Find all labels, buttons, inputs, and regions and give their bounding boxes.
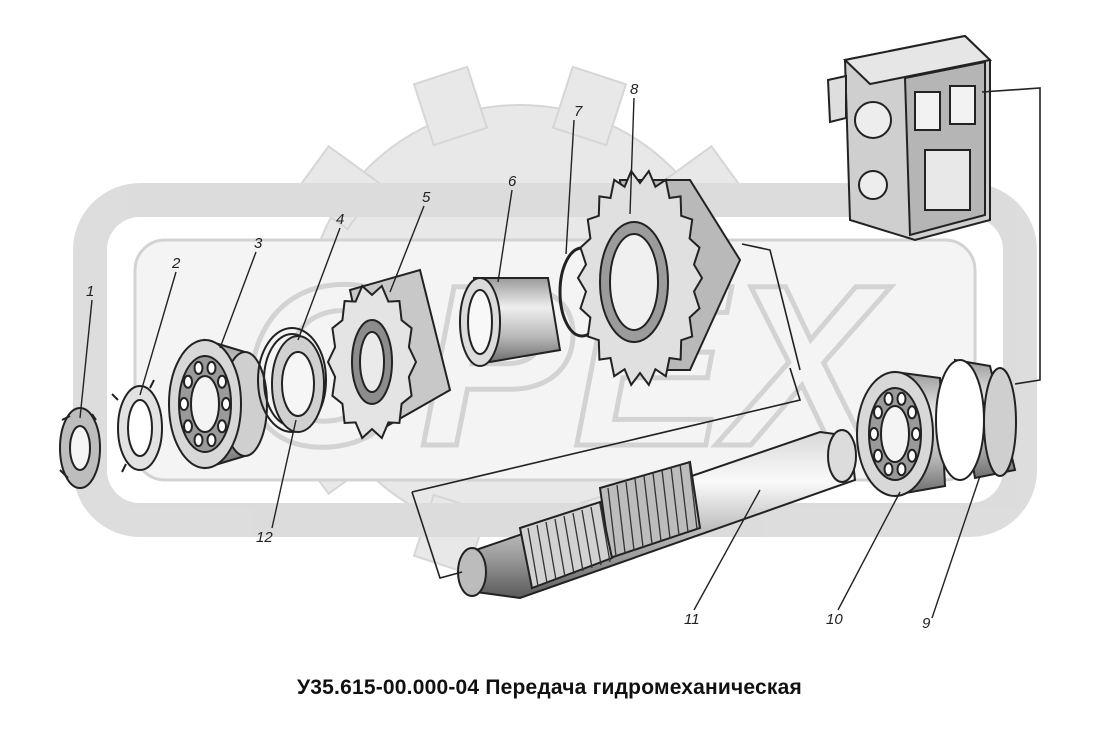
bearing-ball bbox=[896, 462, 907, 477]
callout-2: 2 bbox=[171, 255, 181, 272]
callout-6: 6 bbox=[508, 173, 517, 190]
watermark-cog-tooth bbox=[412, 65, 489, 147]
bearing-ball bbox=[179, 397, 189, 411]
bearing-ball bbox=[873, 405, 883, 420]
bearing-ball bbox=[217, 374, 227, 389]
callout-1: 1 bbox=[86, 283, 94, 300]
bearing-ball bbox=[869, 427, 879, 441]
bearing-ball bbox=[907, 405, 917, 420]
bearing-ball bbox=[896, 391, 907, 406]
shaft-spline bbox=[563, 515, 575, 575]
bearing-ball bbox=[221, 397, 231, 411]
part-5-gear bbox=[326, 268, 452, 440]
callout-3: 3 bbox=[254, 235, 263, 252]
shaft-spline bbox=[625, 481, 635, 551]
watermark-cog-tooth bbox=[551, 65, 628, 147]
gearbox-housing bbox=[826, 34, 993, 242]
bearing-ball bbox=[193, 360, 204, 375]
shaft-spline bbox=[599, 503, 611, 563]
callout-10: 10 bbox=[826, 611, 843, 628]
shaft-spline bbox=[652, 472, 662, 542]
bearing-ball bbox=[883, 462, 894, 477]
callout-12: 12 bbox=[256, 529, 273, 546]
callout-7: 7 bbox=[574, 103, 583, 120]
callout-5: 5 bbox=[422, 189, 431, 206]
shaft-spline bbox=[581, 509, 593, 569]
part-6-sleeve bbox=[459, 277, 562, 367]
bearing-ball bbox=[183, 374, 193, 389]
part-10-bearing bbox=[856, 370, 947, 497]
bearing-ball bbox=[911, 427, 921, 441]
bearing-ball bbox=[183, 419, 193, 434]
bearing-ball bbox=[193, 433, 204, 448]
callout-4: 4 bbox=[336, 211, 344, 228]
shaft-spline bbox=[527, 527, 539, 587]
bearing-ball bbox=[907, 448, 917, 463]
shaft-spline bbox=[607, 487, 617, 557]
diagram-caption: У35.615-00.000-04 Передача гидромеханиче… bbox=[297, 676, 802, 699]
shaft-spline bbox=[616, 484, 626, 554]
part-2-lock-washer bbox=[111, 379, 163, 473]
shaft-spline bbox=[572, 512, 584, 572]
shaft-spline bbox=[590, 506, 602, 566]
shaft-spline bbox=[545, 521, 557, 581]
bearing-ball bbox=[206, 433, 217, 448]
bearing-ball bbox=[206, 360, 217, 375]
part-11-shaft bbox=[457, 429, 857, 600]
part-8-large-gear bbox=[576, 169, 742, 387]
shaft-spline bbox=[670, 466, 680, 536]
bearing-ball bbox=[873, 448, 883, 463]
shaft-spline bbox=[554, 518, 566, 578]
part-12-seal-ring bbox=[271, 335, 325, 433]
shaft-spline bbox=[679, 463, 689, 533]
part-3-bearing bbox=[168, 338, 268, 470]
assembly-lines bbox=[411, 87, 1041, 579]
leader-lines bbox=[79, 97, 981, 619]
callout-11: 11 bbox=[684, 611, 700, 628]
part-9-outer-ring bbox=[935, 358, 1017, 481]
shaft-spline bbox=[643, 475, 653, 545]
bearing-ball bbox=[217, 419, 227, 434]
shaft-spline bbox=[688, 460, 698, 530]
shaft-spline bbox=[661, 469, 671, 539]
shaft-spline bbox=[634, 478, 644, 548]
callout-labels: 1 2 3 4 5 6 7 8 9 10 11 12 bbox=[86, 81, 931, 632]
shaft-spline bbox=[536, 524, 548, 584]
bearing-ball bbox=[883, 391, 894, 406]
part-1-nut bbox=[59, 407, 101, 489]
callout-8: 8 bbox=[630, 81, 639, 98]
callout-9: 9 bbox=[922, 615, 931, 632]
